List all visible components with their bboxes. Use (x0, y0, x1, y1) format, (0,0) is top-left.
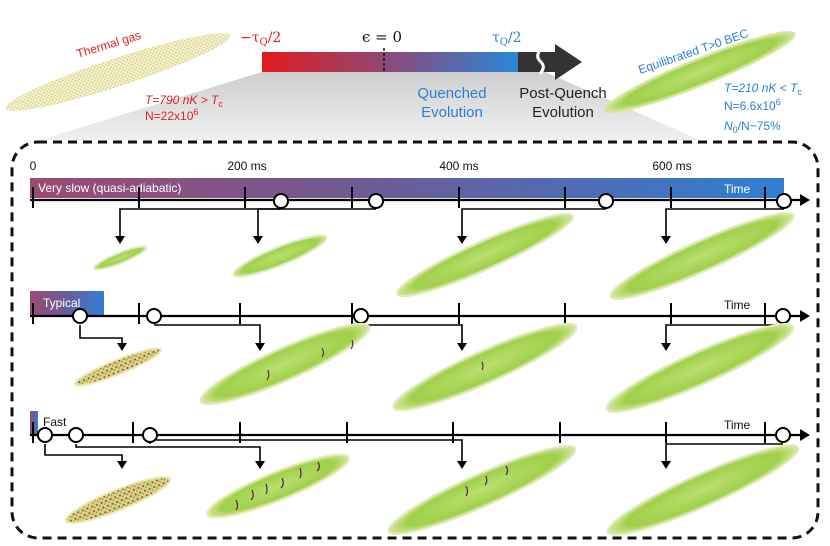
row3-label: Fast (43, 415, 67, 429)
row1-connectors (119, 208, 784, 238)
tau-positive-label: τQ/2 (492, 30, 522, 48)
row2-ticks (32, 303, 766, 324)
tick-label-200ms: 200 ms (227, 159, 266, 173)
row1-sample-markers (273, 193, 792, 209)
row1-ramp-bar (30, 178, 784, 198)
bec-cloud (604, 30, 796, 114)
row3-axis-arrowhead (800, 429, 810, 441)
time-break (536, 49, 545, 75)
epsilon-zero-label: ϵ = 0 (362, 28, 402, 46)
bec-atom-number: N=6.6x106 (724, 97, 781, 113)
row2-ramp-bar (30, 291, 104, 315)
row2-sample-markers (72, 308, 791, 324)
row2-connectors (79, 324, 783, 345)
row3-connectors (44, 439, 783, 463)
post-quench-arrow (518, 44, 582, 80)
row2-axis-arrowhead (800, 310, 810, 322)
row2-arrowheads (117, 343, 671, 351)
row2-label: Typical (43, 296, 80, 310)
tick-label-400ms: 400 ms (439, 159, 478, 173)
zoom-fan (40, 72, 700, 140)
row1-arrowheads (115, 236, 671, 244)
bec-condensate-fraction: N0/N~75% (724, 119, 781, 135)
bec-temperature: T=210 nK < Tc (724, 81, 802, 97)
quench-ramp-bar (262, 52, 518, 72)
row3-solitons (235, 461, 509, 511)
row3-clouds (64, 444, 800, 536)
row1-label: Very slow (quasi-adiabatic) (38, 181, 181, 195)
thermal-temperature: T=790 nK > Tc (145, 93, 223, 109)
row1-ticks (32, 187, 766, 208)
timeline-frame (10, 140, 820, 540)
row3-arrowheads (117, 461, 671, 469)
row3-time-label: Time (724, 418, 751, 432)
row2-clouds (74, 322, 795, 413)
tick-label-0: 0 (30, 159, 37, 173)
row1-axis-arrowhead (800, 194, 810, 206)
tick-label-600ms: 600 ms (652, 159, 691, 173)
thermal-atom-number: N=22x106 (145, 107, 198, 123)
row3-sample-markers (37, 427, 791, 443)
thermal-cloud (5, 33, 231, 111)
tau-negative-label: −τQ/2 (240, 30, 281, 48)
row1-time-label: Time (724, 182, 751, 196)
row2-time-label: Time (724, 298, 751, 312)
row2-solitons (266, 339, 484, 381)
row1-clouds (92, 212, 795, 300)
